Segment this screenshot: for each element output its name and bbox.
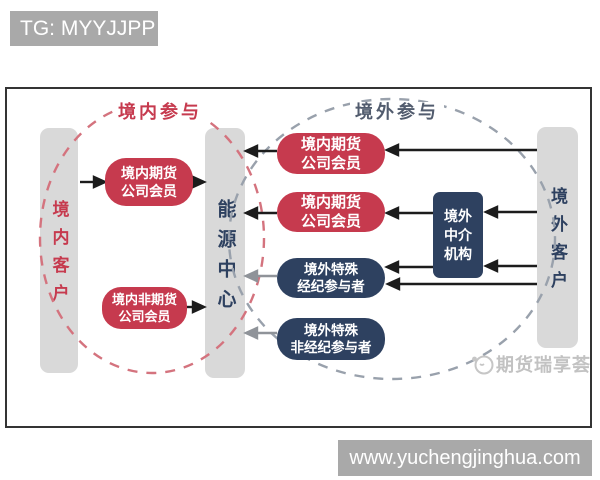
node-domestic-futures-member-left: 境内期货 公司会员 (105, 158, 193, 206)
node-overseas-special-non-broker: 境外特殊 非经纪参与者 (277, 318, 385, 360)
watermark-text: 期货瑞享荟 (496, 355, 591, 375)
node-overseas-intermediary: 境外 中介 机构 (433, 192, 483, 278)
tg-watermark-banner: TG: MYYJJPP (10, 11, 158, 46)
overseas-customer-label: 境外客户 (548, 187, 567, 299)
domestic-group-label: 境内参与 (113, 102, 207, 122)
watermark-logo-icon (472, 355, 494, 375)
domestic-customer-label: 境内客户 (49, 200, 69, 312)
energy-center-label: 能源中心 (214, 198, 236, 319)
overseas-customer-bar: 境外客户 (537, 127, 578, 348)
domestic-customer-bar: 境内客户 (40, 128, 78, 373)
node-domestic-non-futures-member: 境内非期货 公司会员 (102, 287, 187, 329)
node-overseas-special-broker: 境外特殊 经纪参与者 (277, 258, 385, 298)
overseas-group-label: 境外参与 (350, 102, 444, 122)
energy-center-bar: 能源中心 (205, 128, 245, 378)
watermark: 期货瑞享荟 (470, 351, 591, 377)
node-domestic-futures-member-mid: 境内期货 公司会员 (277, 192, 385, 232)
node-domestic-futures-member-top: 境内期货 公司会员 (277, 133, 385, 174)
url-watermark-banner: www.yuchengjinghua.com (338, 440, 592, 476)
